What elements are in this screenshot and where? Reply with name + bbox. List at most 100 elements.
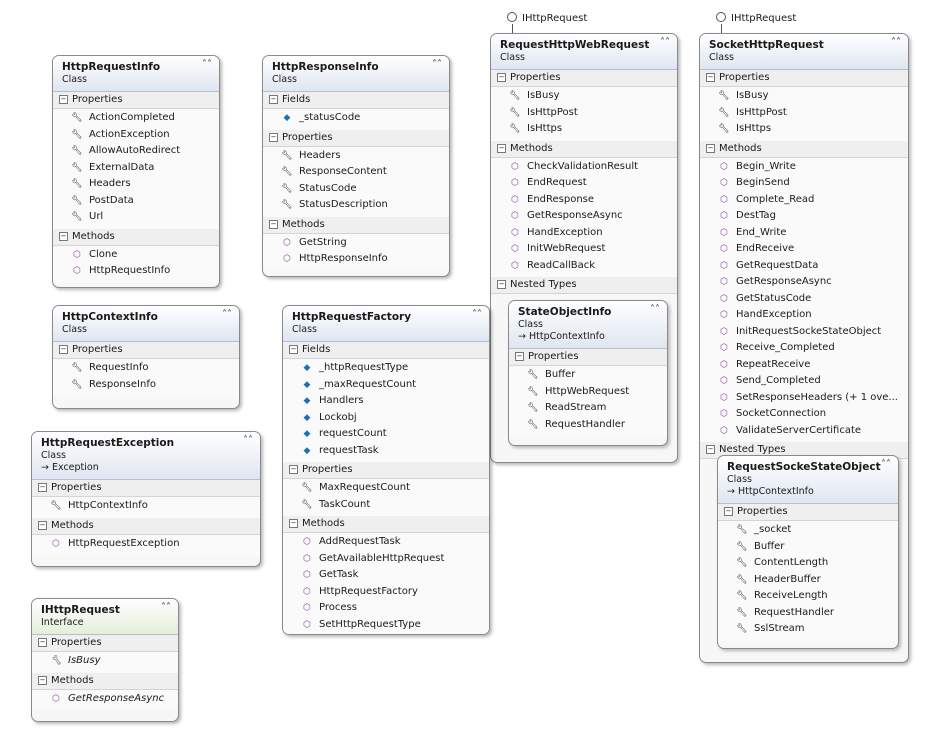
collapse-toggle-icon[interactable]: − <box>269 95 278 104</box>
method-item[interactable]: ⬡GetTask <box>283 567 489 584</box>
nested-class-stateobjectinfo[interactable]: StateObjectInfo Class → HttpContextInfo … <box>508 300 668 446</box>
collapse-toggle-icon[interactable]: − <box>497 73 506 82</box>
collapse-toggle-icon[interactable]: − <box>269 132 278 142</box>
property-item[interactable]: 🔧︎IsBusy <box>32 653 178 670</box>
section-properties[interactable]: −Properties <box>700 70 908 87</box>
method-item[interactable]: ⬡HttpRequestInfo <box>53 263 219 280</box>
property-item[interactable]: 🔧︎IsBusy <box>700 88 908 105</box>
section-properties[interactable]: −Properties <box>32 635 178 652</box>
collapse-chevron-icon[interactable]: ˄˄ <box>161 602 171 613</box>
method-item[interactable]: ⬡CheckValidationResult <box>491 159 677 176</box>
property-item[interactable]: 🔧︎RequestHandler <box>509 417 667 434</box>
method-item[interactable]: ⬡End_Write <box>700 225 908 242</box>
method-item[interactable]: ⬡DestTag <box>700 208 908 225</box>
collapse-toggle-icon[interactable]: − <box>269 219 278 229</box>
collapse-toggle-icon[interactable]: − <box>497 280 506 289</box>
collapse-chevron-icon[interactable]: ˄˄ <box>650 304 660 315</box>
property-item[interactable]: 🔧︎Buffer <box>509 367 667 384</box>
section-methods[interactable]: −Methods <box>491 140 677 158</box>
property-item[interactable]: 🔧︎Url <box>53 209 219 226</box>
field-item[interactable]: ◆requestTask <box>283 443 489 460</box>
collapse-toggle-icon[interactable]: − <box>38 483 47 492</box>
section-properties[interactable]: −Properties <box>491 70 677 87</box>
property-item[interactable]: 🔧︎TaskCount <box>283 497 489 514</box>
method-item[interactable]: ⬡SocketConnection <box>700 406 908 423</box>
section-methods[interactable]: −Methods <box>283 516 489 533</box>
method-item[interactable]: ⬡GetString <box>263 235 449 252</box>
section-properties[interactable]: −Properties <box>32 480 260 497</box>
method-item[interactable]: ⬡GetAvailableHttpRequest <box>283 551 489 568</box>
method-item[interactable]: ⬡Receive_Completed <box>700 340 908 357</box>
class-httpcontextinfo[interactable]: HttpContextInfo Class ˄˄ −Properties 🔧︎R… <box>52 305 240 409</box>
property-item[interactable]: 🔧︎HttpWebRequest <box>509 384 667 401</box>
method-item[interactable]: ⬡InitWebRequest <box>491 241 677 258</box>
field-item[interactable]: ◆Handlers <box>283 393 489 410</box>
property-item[interactable]: 🔧︎ExternalData <box>53 160 219 177</box>
property-item[interactable]: 🔧︎ReadStream <box>509 400 667 417</box>
nested-class-requestsockestateobject[interactable]: RequestSockeStateObject Class → HttpCont… <box>717 455 899 649</box>
property-item[interactable]: 🔧︎IsHttps <box>700 121 908 138</box>
property-item[interactable]: 🔧︎HeaderBuffer <box>718 572 898 589</box>
class-httprequestinfo[interactable]: HttpRequestInfo Class ˄˄ −Properties 🔧︎A… <box>52 55 220 288</box>
method-item[interactable]: ⬡ValidateServerCertificate <box>700 423 908 440</box>
method-item[interactable]: ⬡HttpRequestException <box>32 536 260 553</box>
property-item[interactable]: 🔧︎IsBusy <box>491 88 677 105</box>
collapse-toggle-icon[interactable]: − <box>497 143 506 153</box>
collapse-toggle-icon[interactable]: − <box>706 445 715 454</box>
collapse-toggle-icon[interactable]: − <box>38 638 47 647</box>
collapse-toggle-icon[interactable]: − <box>706 143 715 153</box>
class-requesthttpwebrequest[interactable]: RequestHttpWebRequest Class ˄˄ −Properti… <box>490 33 678 463</box>
property-item[interactable]: 🔧︎IsHttpPost <box>491 105 677 122</box>
collapse-toggle-icon[interactable]: − <box>706 73 715 82</box>
section-properties[interactable]: −Properties <box>718 504 898 521</box>
section-methods[interactable]: −Methods <box>700 140 908 158</box>
property-item[interactable]: 🔧︎ResponseInfo <box>53 377 239 394</box>
section-properties[interactable]: −Properties <box>53 92 219 109</box>
method-item[interactable]: ⬡HttpRequestFactory <box>283 584 489 601</box>
collapse-chevron-icon[interactable]: ˄˄ <box>243 435 253 446</box>
property-item[interactable]: 🔧︎HttpContextInfo <box>32 498 260 515</box>
property-item[interactable]: 🔧︎Headers <box>263 148 449 165</box>
collapse-chevron-icon[interactable]: ˄˄ <box>472 309 482 320</box>
collapse-toggle-icon[interactable]: − <box>59 95 68 104</box>
collapse-chevron-icon[interactable]: ˄˄ <box>660 37 670 48</box>
collapse-chevron-icon[interactable]: ˄˄ <box>881 459 891 470</box>
method-item[interactable]: ⬡Begin_Write <box>700 159 908 176</box>
collapse-chevron-icon[interactable]: ˄˄ <box>222 309 232 320</box>
collapse-toggle-icon[interactable]: − <box>38 520 47 530</box>
collapse-chevron-icon[interactable]: ˄˄ <box>202 59 212 70</box>
section-nested-types[interactable]: −Nested Types <box>491 277 677 294</box>
collapse-toggle-icon[interactable]: − <box>289 519 298 528</box>
property-item[interactable]: 🔧︎MaxRequestCount <box>283 480 489 497</box>
method-item[interactable]: ⬡GetResponseAsync <box>491 208 677 225</box>
method-item[interactable]: ⬡EndRequest <box>491 175 677 192</box>
collapse-toggle-icon[interactable]: − <box>38 675 47 685</box>
collapse-toggle-icon[interactable]: − <box>59 231 68 241</box>
collapse-toggle-icon[interactable]: − <box>515 352 524 361</box>
property-item[interactable]: 🔧︎_socket <box>718 522 898 539</box>
property-item[interactable]: 🔧︎StatusCode <box>263 181 449 198</box>
method-item[interactable]: ⬡Complete_Read <box>700 192 908 209</box>
property-item[interactable]: 🔧︎ReceiveLength <box>718 588 898 605</box>
method-item[interactable]: ⬡GetResponseAsync <box>700 274 908 291</box>
property-item[interactable]: 🔧︎Headers <box>53 176 219 193</box>
collapse-chevron-icon[interactable]: ˄˄ <box>891 37 901 48</box>
property-item[interactable]: 🔧︎ActionCompleted <box>53 110 219 127</box>
method-item[interactable]: ⬡BeginSend <box>700 175 908 192</box>
method-item[interactable]: ⬡ReadCallBack <box>491 258 677 275</box>
method-item[interactable]: ⬡HandException <box>700 307 908 324</box>
method-item[interactable]: ⬡EndResponse <box>491 192 677 209</box>
property-item[interactable]: 🔧︎RequestHandler <box>718 605 898 622</box>
method-item[interactable]: ⬡EndReceive <box>700 241 908 258</box>
method-item[interactable]: ⬡SetResponseHeaders (+ 1 ove... <box>700 390 908 407</box>
method-item[interactable]: ⬡AddRequestTask <box>283 534 489 551</box>
section-properties[interactable]: −Properties <box>283 462 489 479</box>
method-item[interactable]: ⬡GetStatusCode <box>700 291 908 308</box>
class-httprequestfactory[interactable]: HttpRequestFactory Class ˄˄ −Fields ◆_ht… <box>282 305 490 635</box>
property-item[interactable]: 🔧︎ResponseContent <box>263 164 449 181</box>
property-item[interactable]: 🔧︎ActionException <box>53 127 219 144</box>
property-item[interactable]: 🔧︎AllowAutoRedirect <box>53 143 219 160</box>
method-item[interactable]: ⬡Clone <box>53 247 219 264</box>
method-item[interactable]: ⬡Process <box>283 600 489 617</box>
field-item[interactable]: ◆_maxRequestCount <box>283 377 489 394</box>
